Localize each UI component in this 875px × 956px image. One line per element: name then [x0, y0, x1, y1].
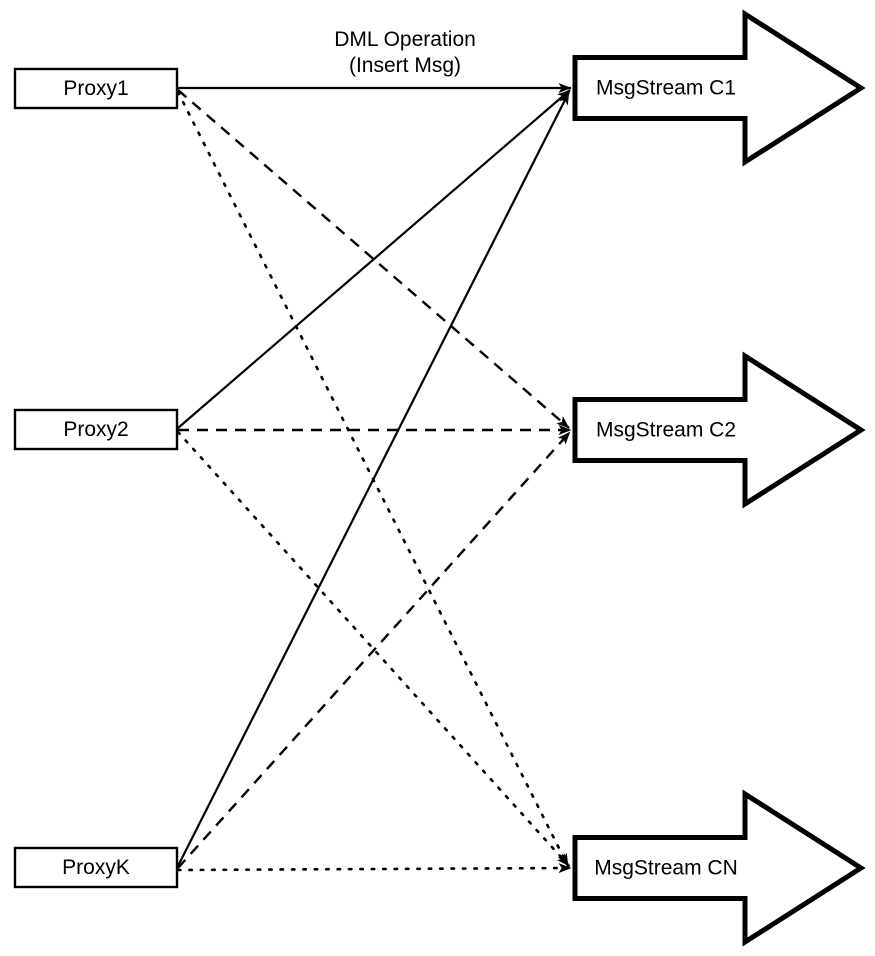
proxy-node-group: Proxy1 Proxy2 ProxyK [13, 67, 179, 889]
link-proxyk-to-c1 [177, 91, 570, 867]
dml-operation-line1: DML Operation [334, 28, 476, 51]
msgstream-cn-arrow-shape[interactable] [572, 789, 866, 947]
msgstream-c2-label: MsgStream C2 [596, 419, 736, 442]
link-proxy1-to-c2 [177, 89, 570, 429]
msgstream-cn-label: MsgStream CN [594, 857, 738, 880]
dml-operation-annotation: DML Operation (Insert Msg) [334, 28, 476, 77]
msgstream-group: MsgStream C1 MsgStream C2 MsgStream CN [572, 9, 866, 947]
msgstream-c2[interactable]: MsgStream C2 [572, 351, 866, 509]
proxy1-box[interactable] [13, 67, 179, 110]
proxy-node-proxy1[interactable]: Proxy1 [13, 67, 179, 110]
link-proxy2-to-c1 [177, 89, 571, 429]
msgstream-cn[interactable]: MsgStream CN [572, 789, 866, 947]
msgstream-c1-label: MsgStream C1 [596, 77, 736, 100]
proxy2-box[interactable] [13, 408, 179, 451]
proxy-node-proxyk[interactable]: ProxyK [13, 846, 179, 889]
link-proxyk-to-c2 [177, 431, 571, 869]
proxy2-label: Proxy2 [63, 418, 128, 441]
proxyk-box[interactable] [13, 846, 179, 889]
link-proxyk-to-cn [176, 863, 573, 874]
msgstream-c2-arrow-shape[interactable] [572, 351, 866, 509]
proxy-node-proxy2[interactable]: Proxy2 [13, 408, 179, 451]
proxy1-label: Proxy1 [63, 77, 128, 100]
link-group [176, 83, 573, 874]
dml-operation-line2: (Insert Msg) [349, 54, 461, 77]
msgstream-c1[interactable]: MsgStream C1 [572, 9, 866, 167]
msgstream-c1-arrow-shape[interactable] [572, 9, 866, 167]
proxyk-label: ProxyK [62, 856, 130, 879]
